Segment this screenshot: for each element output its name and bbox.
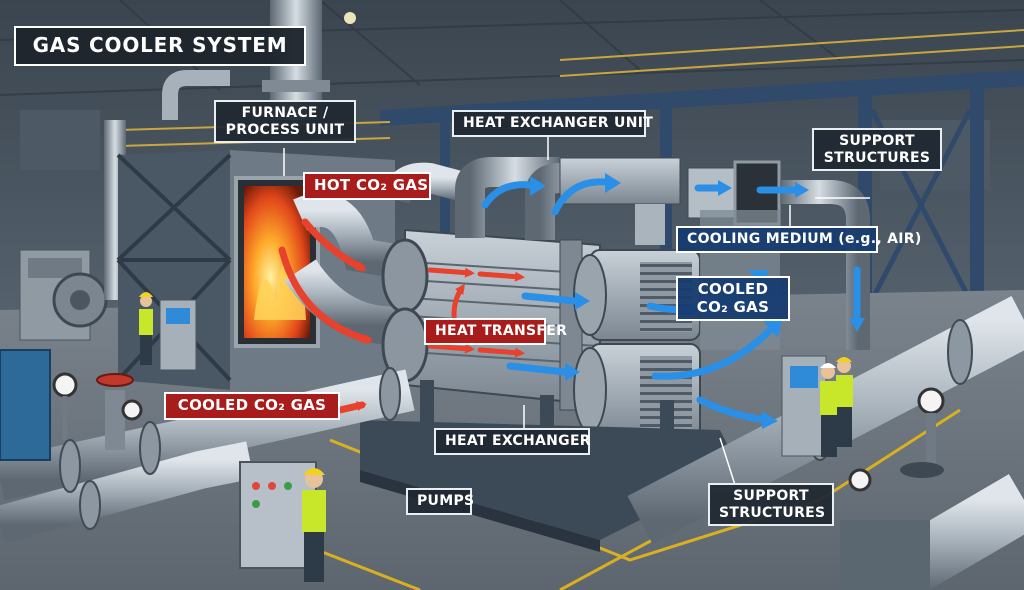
furnace-label-line-1: FURNACE / xyxy=(241,105,329,121)
hot-gas-duct-upper xyxy=(293,193,403,279)
valve-assembly xyxy=(52,372,143,450)
pumps-label: PUMPS xyxy=(406,488,474,515)
diagram-title: GAS COOLER SYSTEM xyxy=(14,26,306,66)
cool-flow-arrows xyxy=(481,178,861,424)
control-panels xyxy=(159,299,827,569)
furnace-label: FURNACE / PROCESS UNIT xyxy=(214,100,356,144)
support-structures-label-bottom: SUPPORT STRUCTURES xyxy=(708,483,834,527)
right-valve-gauges xyxy=(840,387,945,590)
support-top-line-1: SUPPORT xyxy=(839,133,915,149)
furnace-label-line-2: PROCESS UNIT xyxy=(225,121,345,138)
pipe-flanges xyxy=(59,367,401,530)
heat-exchanger-unit-label: HEAT EXCHANGER UNIT xyxy=(452,110,653,137)
cool-arrowheads xyxy=(530,173,865,429)
support-top-line-2: STRUCTURES xyxy=(823,149,931,166)
worker-right-1 xyxy=(820,363,838,457)
top-duct-1 xyxy=(455,157,560,238)
chimney-collar xyxy=(262,80,330,92)
cooled-gas-label-left: COOLED CO₂ GAS xyxy=(164,392,340,420)
worker-left xyxy=(139,292,153,365)
cooled-gas-right-line-2: CO₂ GAS xyxy=(696,297,770,316)
support-bottom-line-1: SUPPORT xyxy=(733,488,809,504)
worker-right-2 xyxy=(836,357,853,447)
worker-panel xyxy=(302,468,326,582)
support-bottom-line-2: STRUCTURES xyxy=(719,504,826,521)
hot-tube-arrows xyxy=(427,267,525,358)
exchanger-headers xyxy=(573,249,701,441)
workers xyxy=(139,292,853,582)
hot-gas-label: HOT CO₂ GAS xyxy=(303,172,431,200)
top-plenum xyxy=(559,157,681,205)
heat-exchanger-label: HEAT EXCHANGER xyxy=(434,428,591,455)
ceiling-lamp xyxy=(344,12,356,24)
heat-transfer-label: HEAT TRANSFER xyxy=(424,318,567,345)
cooling-return-pipe xyxy=(780,180,870,350)
lower-pipe-left xyxy=(0,441,254,544)
support-structures-label-top: SUPPORT STRUCTURES xyxy=(812,128,942,172)
cooling-medium-label: COOLING MEDIUM (e.g., AIR) xyxy=(676,226,921,253)
storage-tank xyxy=(0,349,51,461)
cooled-gas-label-right: COOLED CO₂ GAS xyxy=(676,276,790,322)
cooled-gas-right-line-1: COOLED xyxy=(697,280,769,298)
leader-lines xyxy=(283,136,870,486)
